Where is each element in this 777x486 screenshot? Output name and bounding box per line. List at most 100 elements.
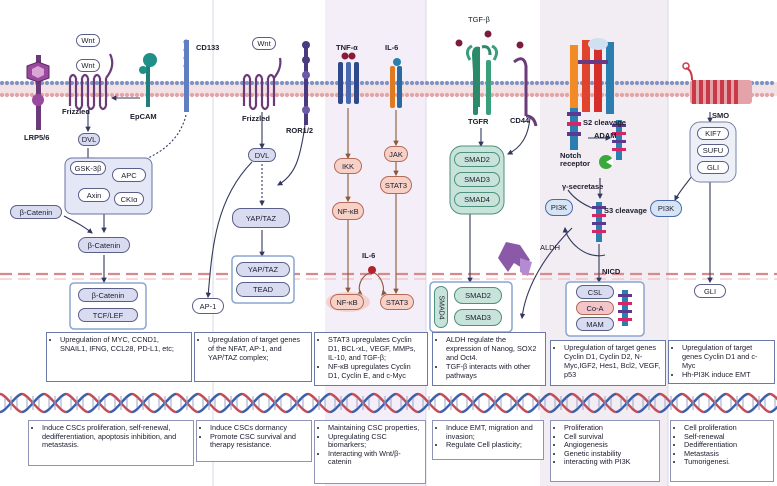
hippo-outcome-0: Induce CSCs dormancy [210, 423, 307, 433]
tgf-outcome-1: Regulate Cell plasticity; [446, 441, 539, 450]
hippo-outcome-1: Promote CSC survival and therapy resista… [210, 432, 307, 450]
il6-nuclear-dot [368, 266, 376, 274]
hh-outcome-4: Tumorigenesi. [684, 458, 769, 467]
tnf-receptor [338, 52, 359, 104]
tgf-effect-1: TGF-β interacts with other pathways [446, 362, 541, 381]
wnt-effects-panel: Upregulation of MYC, CCND1, SNAIL1, IFNG… [46, 332, 192, 382]
axin-node: Axin [78, 188, 110, 202]
ikk-node: IKK [334, 158, 362, 174]
notch-outcome-box: Proliferation Cell survival Angiogenesis… [550, 420, 660, 482]
apc-node: APC [112, 168, 146, 182]
smad4-nuclear-label: SMAD4 [437, 294, 445, 320]
frizzled-label-2: Frizzled [242, 114, 270, 123]
stat3-nuclear-node: STAT3 [380, 294, 414, 310]
smad2-nuclear-node: SMAD2 [454, 287, 502, 304]
smad2-node: SMAD2 [454, 152, 500, 167]
il6-receptor [390, 58, 402, 108]
wnt-outcome-box: Induce CSCs proliferation, self-renewal,… [28, 420, 194, 466]
nicd-fragment [592, 202, 606, 242]
smo-label: SMO [712, 111, 730, 120]
pi3k-node-hh: PI3K [650, 200, 682, 217]
s3-cleavage-label: S3 cleavage [604, 206, 647, 215]
tgf-effects-panel: ALDH regulate the expression of Nanog, S… [432, 332, 546, 386]
csl-node: CSL [576, 285, 614, 299]
beta-catenin-cyto: β-Catenin [10, 205, 62, 219]
dvl-node-hippo: DVL [248, 148, 276, 162]
ap1-node: AP-1 [192, 298, 224, 314]
tead-node: TEAD [236, 282, 290, 297]
hh-outcome-3: Metastasis [684, 449, 769, 459]
hh-effects-panel: Upregulation of target genes Cyclin D1 a… [668, 340, 775, 384]
coa-node: Co-A [576, 301, 614, 315]
frizzled-receptor-2 [242, 57, 282, 111]
notch-effects-panel: Upregulation of target genes Cyclin D1, … [550, 340, 666, 386]
notch-outcome-2: Angiogenesis [564, 441, 655, 450]
hh-outcome-0: Cell proliferation [684, 423, 769, 433]
gsk3b-node: GSK-3β [70, 161, 106, 175]
jak-node: JAK [384, 146, 408, 162]
gli-node: GLI [697, 161, 729, 174]
smad4-node: SMAD4 [454, 192, 500, 207]
pi3k-node-notch: PI3K [545, 199, 573, 216]
gli-nuclear-node: GLI [694, 284, 726, 298]
nfkb-effect-1: NF-κB upregulates Cyclin D1, Cyclin E, a… [328, 362, 423, 381]
tgfr-label: TGFR [468, 117, 489, 126]
il6-nuclear-label: IL-6 [362, 251, 376, 260]
lrp56-label: LRP5/6 [24, 133, 50, 142]
frizzled-receptor-1 [68, 53, 114, 111]
smad3-node: SMAD3 [454, 172, 500, 187]
epcam-label: EpCAM [130, 112, 157, 121]
hippo-effect-0: Upregulation of target genes of the NFAT… [208, 335, 307, 363]
tnf-label: TNF-α [336, 43, 358, 52]
hh-outcome-2: Dedifferentiation [684, 441, 769, 450]
nfkb-effects-panel: STAT3 upregulates Cyclin D1, BCL-xL, VEG… [314, 332, 428, 386]
nuclear-nicd [618, 290, 632, 326]
notch-outcome-4: interacting with PI3K [564, 458, 655, 467]
sufu-node: SUFU [697, 144, 729, 157]
s2-cleavage-label: S2 cleavage [583, 118, 626, 127]
cd44-receptor [513, 57, 538, 127]
smad3-nuclear-node: SMAD3 [454, 309, 502, 326]
aldh-protein [498, 242, 532, 276]
gamma-secretase-label: γ-secretase [562, 182, 604, 191]
epcam-receptor [139, 53, 157, 107]
notch-outcome-0: Proliferation [564, 423, 655, 433]
dvl-node-wnt: DVL [78, 133, 100, 146]
yap-taz-cyto: YAP/TAZ [232, 208, 290, 228]
smo-receptor [682, 62, 752, 104]
il6-label: IL-6 [385, 43, 399, 52]
tgf-receptor [465, 44, 499, 115]
wnt-ligand-1: Wnt [76, 34, 100, 47]
cd44-label: CD44 [510, 116, 530, 125]
nicd-label: NICD [602, 267, 621, 276]
tgf-ligands [455, 30, 524, 49]
kif7-node: KIF7 [697, 127, 729, 140]
smad4-nuclear-node: SMAD4 [434, 286, 448, 328]
wnt-ligand-2: Wnt [76, 59, 100, 72]
nuclear-beta-catenin: β-Catenin [78, 288, 138, 302]
frizzled-label-1: Frizzled [62, 107, 90, 116]
ror-receptor [302, 41, 310, 125]
wnt-outcome-0: Induce CSCs proliferation, self-renewal,… [42, 423, 189, 450]
cd133-receptor [183, 39, 189, 112]
notch-outcome-1: Cell survival [564, 432, 655, 442]
tgf-outcome-0: Induce EMT, migration and invasion; [446, 423, 539, 441]
hippo-outcome-box: Induce CSCs dormancy Promote CSC surviva… [196, 420, 312, 462]
notch-cleaved [612, 120, 626, 160]
beta-catenin-free: β-Catenin [78, 237, 130, 253]
wnt-effect-0: Upregulation of MYC, CCND1, SNAIL1, IFNG… [60, 335, 187, 354]
notch-receptor-label: Notch receptor [560, 151, 591, 168]
hh-outcome-box: Cell proliferation Self-renewal Dediffer… [670, 420, 774, 482]
ror-label: ROR1/2 [286, 126, 314, 135]
hippo-effects-panel: Upregulation of target genes of the NFAT… [194, 332, 312, 382]
hh-effect-0: Upregulation of target genes Cyclin D1 a… [682, 343, 770, 371]
nfkb-outcome-0: Maintaining CSC properties, [328, 423, 421, 433]
tcf-lef-node: TCF/LEF [78, 308, 138, 322]
wnt-ligand-3: Wnt [252, 37, 276, 50]
nfkb-outcome-2: Interacting with Wnt/β-catenin [328, 449, 421, 467]
cd133-label: CD133 [196, 43, 220, 52]
hh-outcome-1: Self-renewal [684, 432, 769, 442]
nfkb-effect-0: STAT3 upregulates Cyclin D1, BCL-xL, VEG… [328, 335, 423, 363]
plasma-membrane [0, 80, 777, 98]
adam-label: ADAM [594, 131, 617, 140]
